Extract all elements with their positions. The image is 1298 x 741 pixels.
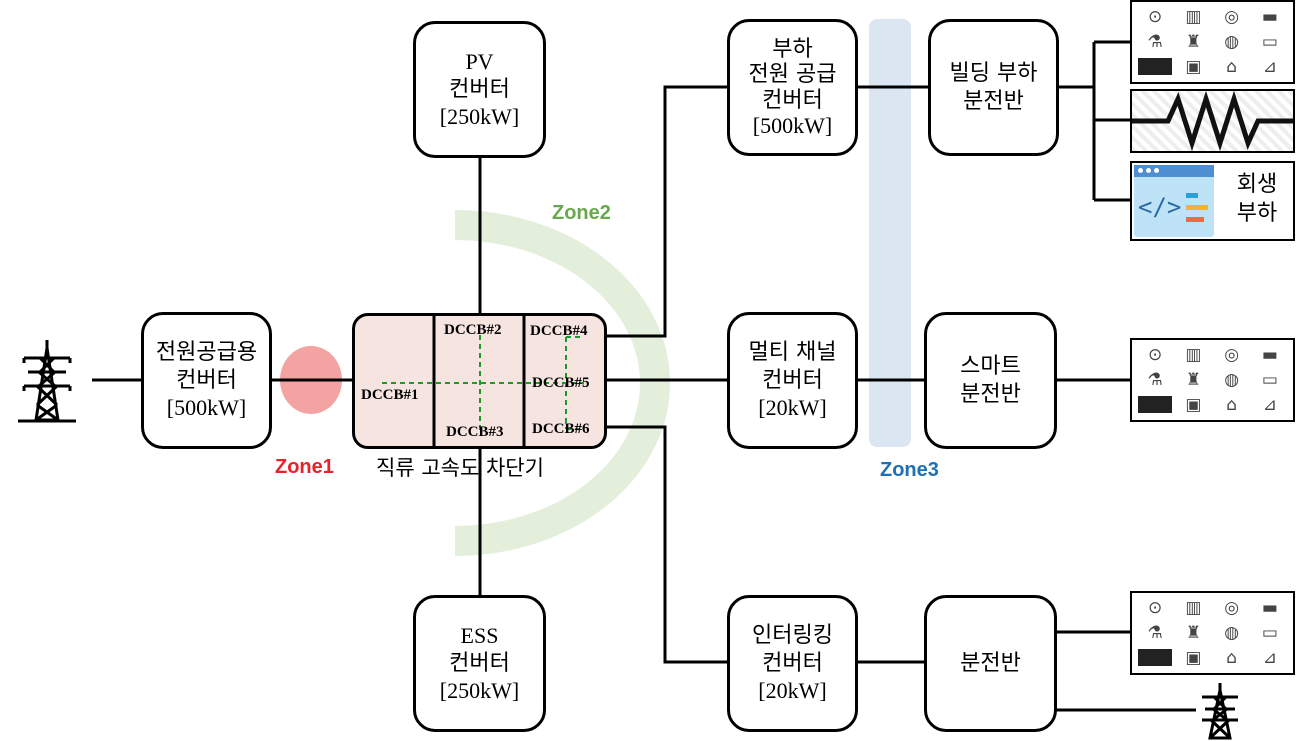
zone2-marker <box>454 210 670 556</box>
supply-converter-title: 전원공급용 <box>155 340 258 366</box>
load-supply-converter-box: 부하 전원 공급 컨버터 [500kW] <box>727 19 858 156</box>
building-panel-title: 빌딩 부하 <box>949 61 1038 86</box>
multichannel-converter-box: 멀티 채널 컨버터 [20kW] <box>727 312 858 449</box>
zone1-label: Zone1 <box>275 456 334 478</box>
smart-panel-subtitle: 분전반 <box>960 381 1021 407</box>
load-supply-converter-line2: 전원 공급 <box>748 62 837 88</box>
zone3-marker <box>869 19 911 447</box>
ess-converter-box: ESS 컨버터 [250kW] <box>413 595 546 732</box>
zone3-label: Zone3 <box>880 459 939 481</box>
dc-breaker-block: DCCB#1 DCCB#2 DCCB#3 DCCB#4 DCCB#5 DCCB#… <box>352 313 607 449</box>
dccb1-label: DCCB#1 <box>361 387 419 403</box>
dccb6-label: DCCB#6 <box>532 421 590 437</box>
panel-title: 분전반 <box>960 650 1021 676</box>
wire-breaker-interlinking <box>607 425 727 664</box>
dccb5-label: DCCB#5 <box>532 375 590 391</box>
smart-panel-box: 스마트 분전반 <box>924 312 1057 449</box>
pv-converter-title: PV <box>465 49 494 75</box>
dccb2-label: DCCB#2 <box>444 322 502 338</box>
regen-label-line2: 부하 <box>1236 200 1278 226</box>
interlinking-converter-title: 인터링킹 <box>752 623 833 649</box>
dccb3-label: DCCB#3 <box>446 424 504 440</box>
multichannel-converter-subtitle: 컨버터 <box>762 367 823 393</box>
resistor-icon <box>1130 89 1295 153</box>
breaker-internal-lines <box>382 315 584 447</box>
load-supply-converter-line3: 컨버터 <box>762 87 823 113</box>
interlinking-converter-rating: [20kW] <box>758 678 827 704</box>
building-panel-subtitle: 분전반 <box>963 88 1024 114</box>
smart-panel-title: 스마트 <box>960 354 1021 379</box>
zone2-label: Zone2 <box>552 202 611 224</box>
dccb4-label: DCCB#4 <box>530 323 588 339</box>
regen-load-tile: </> 회생 부하 <box>1130 161 1295 241</box>
pv-converter-subtitle: 컨버터 <box>449 76 510 102</box>
interlinking-converter-box: 인터링킹 컨버터 [20kW] <box>727 595 858 732</box>
ess-converter-subtitle: 컨버터 <box>449 650 510 676</box>
transmission-tower-icon <box>1202 683 1238 740</box>
supply-converter-subtitle: 컨버터 <box>176 367 237 393</box>
load-supply-converter-line1: 부하 <box>772 36 813 62</box>
multichannel-converter-rating: [20kW] <box>758 395 827 421</box>
home-appliances-icon: ⊙▥◎▬ ⚗♜◍▭ ▣⌂⊿ <box>1130 338 1295 422</box>
regen-label-line1: 회생 <box>1236 172 1278 197</box>
code-symbol: </> <box>1138 193 1182 221</box>
home-appliances-icon: ⊙▥◎▬ ⚗♜◍▭ ▣⌂⊿ <box>1130 591 1295 675</box>
ess-converter-rating: [250kW] <box>439 678 520 704</box>
multichannel-converter-title: 멀티 채널 <box>748 340 837 366</box>
breaker-caption: 직류 고속도 차단기 <box>376 456 544 480</box>
load-supply-converter-rating: [500kW] <box>752 112 833 138</box>
pv-converter-box: PV 컨버터 [250kW] <box>413 21 546 158</box>
panel-box: 분전반 <box>924 595 1057 732</box>
building-panel-box: 빌딩 부하 분전반 <box>928 19 1059 156</box>
wire-breaker-loadsupply <box>607 85 727 338</box>
supply-converter-rating: [500kW] <box>166 395 247 421</box>
home-appliances-icon: ⊙▥◎▬ ⚗♜◍▭ ▣⌂⊿ <box>1130 0 1295 84</box>
ess-converter-title: ESS <box>460 623 499 649</box>
interlinking-converter-subtitle: 컨버터 <box>762 650 823 676</box>
pv-converter-rating: [250kW] <box>439 104 520 130</box>
code-window-icon: </> <box>1134 165 1214 237</box>
transmission-tower-icon <box>18 340 76 423</box>
supply-converter-box: 전원공급용 컨버터 [500kW] <box>141 312 272 449</box>
